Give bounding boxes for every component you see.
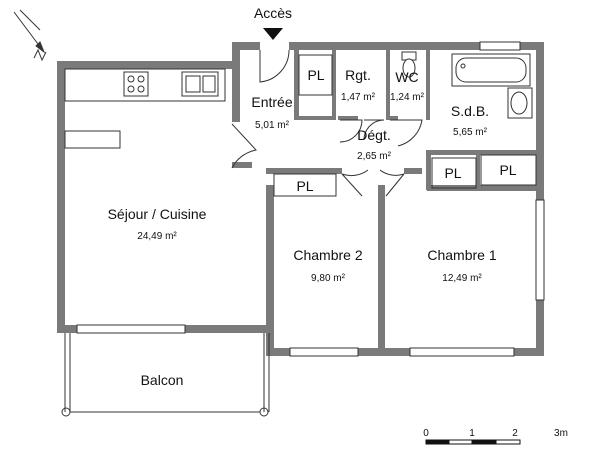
scale-tick-3: 3m <box>554 428 568 439</box>
closet-label-sdb: PL <box>444 165 462 181</box>
room-name-degt: Dégt. <box>357 127 391 143</box>
scale-tick-1: 1 <box>469 428 475 439</box>
sink-icon <box>181 71 219 97</box>
balcony-outline <box>61 333 270 417</box>
room-name-chambre2: Chambre 2 <box>293 247 363 263</box>
room-name-wc: WC <box>395 69 419 85</box>
closet-label-chambre1: PL <box>499 162 517 178</box>
room-area-chambre1: 12,49 m² <box>442 273 482 284</box>
scale-bar <box>425 439 521 445</box>
north-arrow-icon <box>13 9 47 62</box>
room-area-sejour: 24,49 m² <box>137 231 177 242</box>
scale-tick-0: 0 <box>423 428 429 439</box>
toilet-icon <box>401 51 417 78</box>
bathtub-icon <box>451 53 531 87</box>
room-area-rgt: 1,47 m² <box>341 92 375 103</box>
walls <box>57 42 544 356</box>
room-name-sejour: Séjour / Cuisine <box>107 206 207 222</box>
closet-label-chambre2: PL <box>296 178 314 194</box>
room-area-degt: 2,65 m² <box>357 151 391 162</box>
scale-tick-2: 2 <box>512 428 518 439</box>
room-area-sdb: 5,65 m² <box>453 127 487 138</box>
room-name-chambre1: Chambre 1 <box>427 247 497 263</box>
cooktop-icon <box>123 71 149 97</box>
entrance-arrow-icon <box>263 28 283 40</box>
room-name-entree: Entrée <box>251 94 293 110</box>
access-label: Accès <box>253 5 293 21</box>
washbasin-icon <box>507 87 533 119</box>
room-name-sdb: S.d.B. <box>450 103 490 119</box>
room-area-chambre2: 9,80 m² <box>311 273 345 284</box>
room-name-balcon: Balcon <box>140 372 184 388</box>
windows <box>76 41 545 357</box>
closets <box>273 54 537 197</box>
room-area-wc: 1,24 m² <box>390 92 424 103</box>
closet-label-entree: PL <box>307 67 325 83</box>
room-area-entree: 5,01 m² <box>255 120 289 131</box>
room-name-rgt: Rgt. <box>345 67 371 83</box>
kitchen-counter <box>64 68 226 149</box>
doors <box>231 49 423 197</box>
